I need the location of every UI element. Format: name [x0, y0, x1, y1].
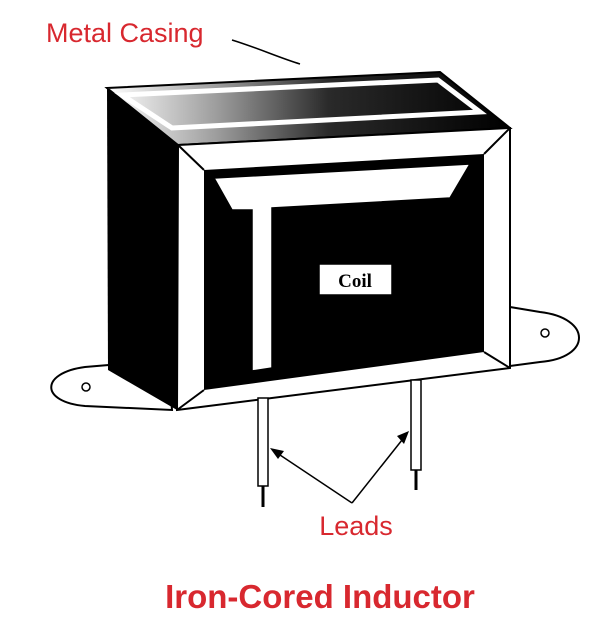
arrowhead-right	[397, 431, 409, 444]
metal-casing-label: Metal Casing	[46, 18, 204, 48]
mounting-hole-left	[81, 382, 91, 392]
lead-right	[410, 379, 422, 490]
core-bracket	[212, 163, 472, 372]
metal-casing	[104, 70, 513, 412]
casing-side-face	[107, 88, 178, 410]
arrowhead-left	[270, 448, 284, 459]
casing-pointer-line	[231, 39, 301, 65]
coil-label: Coil	[318, 263, 393, 296]
diagram-title: Iron-Cored Inductor	[165, 578, 475, 615]
leads-label: Leads	[319, 511, 393, 541]
lead-left	[257, 397, 269, 507]
mounting-hole-right	[540, 328, 550, 338]
leads-pointer-arrows	[270, 431, 409, 504]
coil-label-text: Coil	[338, 271, 372, 292]
mounting-flange-right	[509, 305, 580, 368]
